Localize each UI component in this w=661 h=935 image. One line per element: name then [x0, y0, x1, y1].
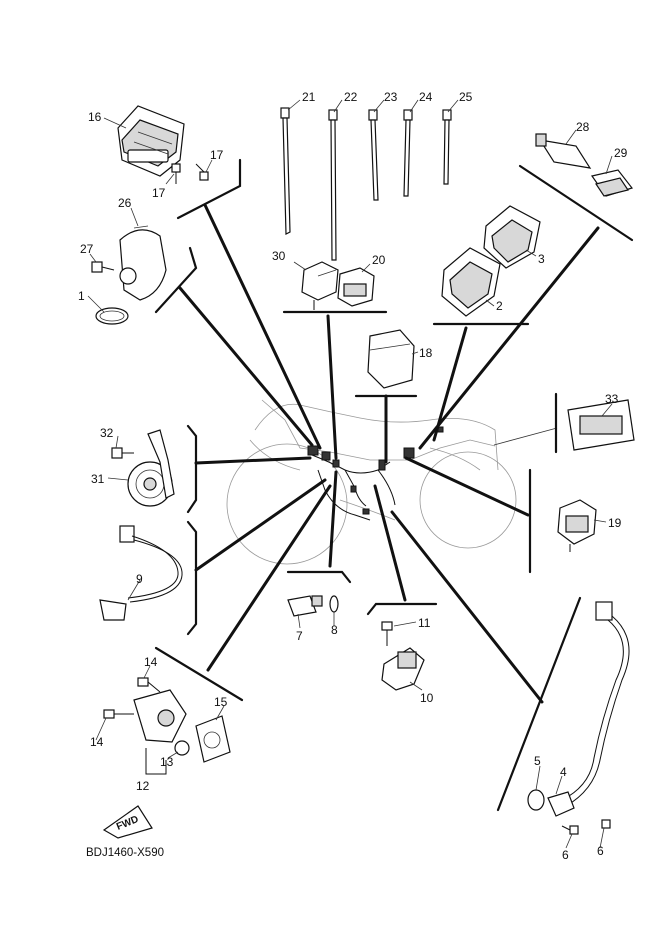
callout-27: 27	[80, 242, 94, 256]
callout-21: 21	[302, 90, 316, 104]
part-33	[567, 399, 635, 451]
cable-tie-25	[442, 109, 452, 185]
connector-29	[590, 169, 634, 197]
callout-33: 33	[605, 392, 619, 406]
callout-leaders	[87, 99, 613, 849]
unit-2	[441, 247, 501, 317]
callout-29: 29	[614, 146, 628, 160]
callout-31: 31	[91, 472, 105, 486]
leader-lines	[178, 203, 600, 704]
callout-28: 28	[576, 120, 590, 134]
washer-8	[329, 595, 339, 613]
part-16-unit	[117, 105, 185, 177]
gasket-15	[195, 715, 231, 763]
screw-27	[91, 261, 115, 273]
relay-19	[557, 499, 597, 552]
callout-32: 32	[100, 426, 114, 440]
group-12-bracket	[145, 748, 167, 775]
relay-30	[301, 261, 339, 310]
callout-numbers: 16 17 17 26 27 1 21 22 23 24 25 30 20 28…	[78, 90, 628, 862]
callout-12: 12	[136, 779, 150, 793]
o-ring-13	[174, 740, 190, 756]
relay-20	[337, 267, 375, 307]
callout-6b: 6	[597, 844, 604, 858]
bolt-32	[111, 447, 134, 459]
callout-19: 19	[608, 516, 622, 530]
callout-11: 11	[418, 616, 431, 630]
callout-17b: 17	[152, 186, 166, 200]
callout-22: 22	[344, 90, 358, 104]
sensor-9	[99, 525, 183, 621]
callout-9: 9	[136, 572, 143, 586]
callout-6a: 6	[562, 848, 569, 862]
callout-18: 18	[419, 346, 433, 360]
callout-10: 10	[420, 691, 434, 705]
callout-15: 15	[214, 695, 228, 709]
callout-14b: 14	[90, 735, 104, 749]
callout-26: 26	[118, 196, 132, 210]
wire-harness	[307, 426, 444, 521]
cable-tie-21	[280, 107, 291, 235]
horn-31	[127, 429, 175, 507]
callout-5: 5	[534, 754, 541, 768]
callout-7: 7	[296, 629, 303, 643]
callout-20: 20	[372, 253, 386, 267]
motorcycle-frame-outline	[226, 399, 517, 565]
cable-tie-24	[403, 109, 413, 197]
callout-17a: 17	[210, 148, 224, 162]
unit-3	[483, 205, 541, 269]
bolt-14	[103, 677, 161, 719]
part-code-label: BDJ1460-X590	[86, 847, 164, 859]
part-28	[535, 133, 592, 169]
bolt-17	[171, 163, 209, 184]
o-ring-5	[527, 789, 545, 811]
sensor-10	[381, 647, 425, 691]
o-ring-1	[95, 307, 129, 325]
cable-tie-22	[328, 109, 338, 261]
callout-1: 1	[78, 289, 85, 303]
part-26-cover	[119, 225, 167, 301]
bolt-6	[561, 819, 611, 835]
valve-12	[133, 689, 187, 743]
callout-23: 23	[384, 90, 398, 104]
fwd-arrow: FWD	[102, 805, 153, 839]
callout-24: 24	[419, 90, 433, 104]
callout-13: 13	[160, 755, 174, 769]
callout-16: 16	[88, 110, 102, 124]
callout-2: 2	[496, 299, 503, 313]
switch-7	[287, 595, 323, 617]
cable-tie-23	[368, 109, 379, 201]
group-brackets	[154, 158, 634, 812]
callout-14a: 14	[144, 655, 158, 669]
callout-8: 8	[331, 623, 338, 637]
callout-4: 4	[560, 765, 567, 779]
sensor-assembly-4	[547, 601, 630, 817]
callout-25: 25	[459, 90, 473, 104]
unit-18	[367, 329, 415, 389]
bolt-11	[381, 621, 393, 646]
callout-30: 30	[272, 249, 286, 263]
callout-3: 3	[538, 252, 545, 266]
